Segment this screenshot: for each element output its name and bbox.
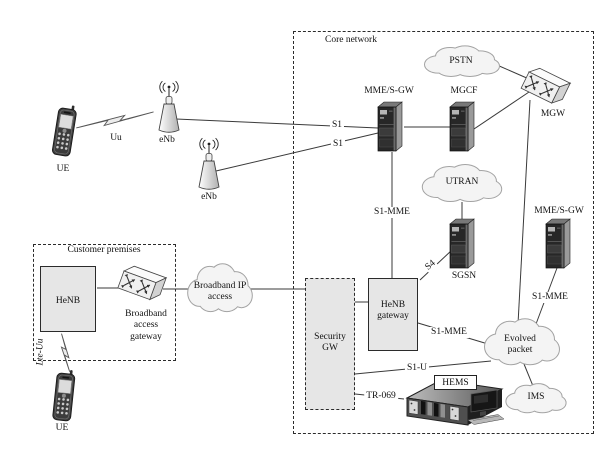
ue-bottom-label: UE: [55, 423, 69, 433]
henb-gateway-label: HeNB gateway: [377, 300, 409, 322]
customer-premises-region-box: [33, 244, 176, 361]
sgsn-server-icon: [449, 218, 475, 269]
lte-uu-lightning-bolt-icon: [58, 333, 73, 373]
henb-node-box: [40, 266, 96, 332]
s1-mme-right-interface-label: S1-MME: [530, 292, 570, 304]
mgw-label: MGW: [540, 109, 566, 119]
hems-terminal-icon: [467, 389, 505, 425]
broadband-access-gateway-label: Broadband access gateway: [125, 309, 167, 342]
ue-top-phone-icon: [51, 102, 79, 158]
hems-label: HEMS: [434, 375, 477, 390]
henb-gateway-node-box: [368, 278, 418, 351]
enb2-label: eNb: [201, 192, 217, 202]
s1-u-interface-label: S1-U: [404, 363, 430, 375]
core-network-region-box: [293, 31, 594, 434]
mme-sgw-left-server-icon: [377, 101, 403, 152]
broadband-access-gateway-switch-icon: [118, 263, 166, 302]
mgw-switch-icon: [521, 65, 570, 107]
tr-069-interface-label: TR-069: [364, 391, 398, 403]
pstn-label: PSTN: [449, 56, 473, 66]
s1-mme-core-interface-label: S1-MME: [372, 207, 412, 219]
security-gw-node-box: [305, 278, 355, 410]
mgcf-server-icon: [449, 101, 475, 152]
mme-sgw-right-server-icon: [545, 218, 571, 269]
uu-lightning-bolt-icon: [75, 111, 155, 129]
enb1-label: eNb: [159, 135, 175, 145]
hems-rack-icon: [405, 379, 505, 426]
ims-label: IMS: [527, 392, 545, 402]
s1-second-interface-label: S1: [330, 139, 346, 151]
core-network-label: Core network: [325, 35, 377, 45]
s1-mme-gateway-interface-label: S1-MME: [429, 327, 469, 339]
mme-sgw-left-label: MME/S-GW: [364, 86, 414, 96]
uu-interface-label: Uu: [110, 133, 122, 143]
evolved-packet-label: Evolved packet: [504, 334, 536, 356]
customer-premises-label: Customer premises: [67, 245, 141, 255]
utran-label: UTRAN: [445, 177, 479, 187]
sgsn-label: SGSN: [451, 271, 477, 281]
ue-bottom-phone-icon: [51, 368, 77, 422]
security-gw-label: Security GW: [314, 332, 346, 354]
enb1-antenna-tower-icon: [158, 80, 180, 133]
mme-sgw-right-label: MME/S-GW: [534, 206, 584, 216]
s1-first-interface-label: S1: [329, 120, 345, 132]
lte-uu-interface-label: Lte-Uu: [35, 338, 46, 366]
mgcf-label: MGCF: [450, 86, 478, 96]
enb2-antenna-tower-icon: [198, 137, 220, 190]
broadband-ip-access-label: Broadband IP access: [193, 281, 247, 303]
ue-top-label: UE: [56, 164, 70, 174]
henb-label: HeNB: [55, 296, 81, 306]
